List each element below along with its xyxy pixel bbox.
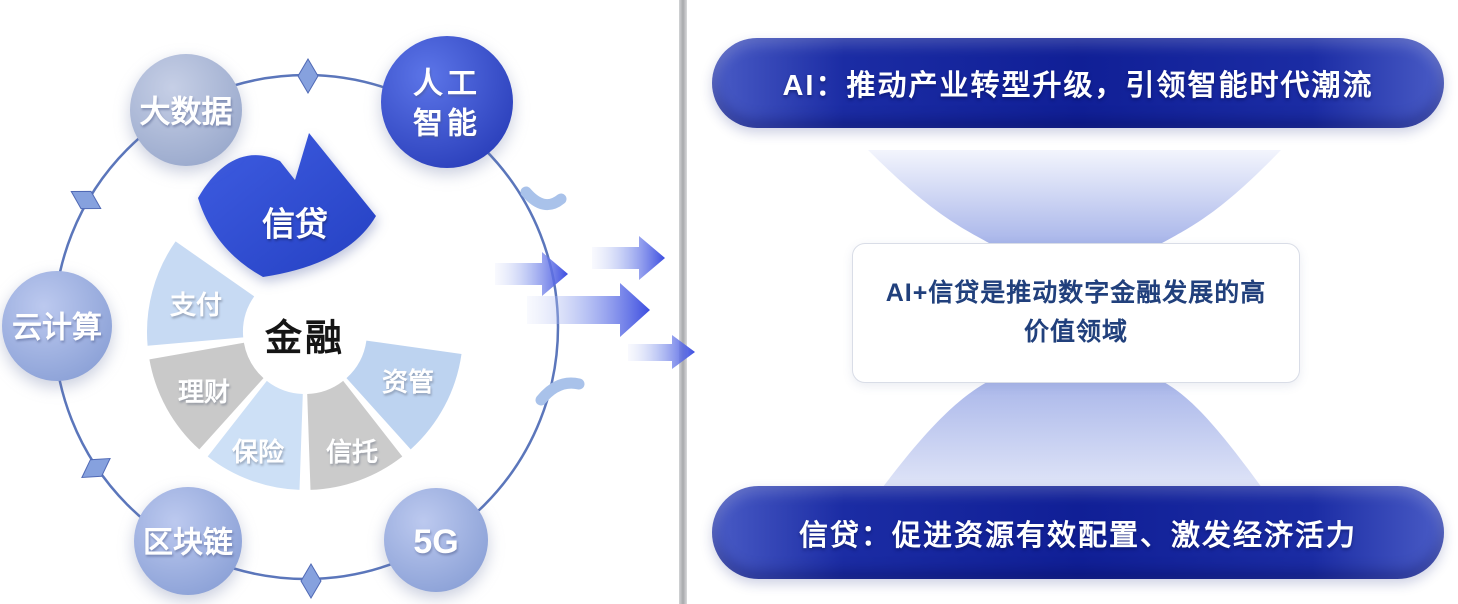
ai-banner: AI：推动产业转型升级，引领智能时代潮流	[712, 38, 1444, 128]
slice-label-trust: 信托	[326, 437, 378, 467]
value-statement-line1: AI+信贷是推动数字金融发展的高	[885, 279, 1267, 308]
funnel-bottom	[861, 381, 1283, 517]
flow-arrow-2	[592, 236, 665, 280]
diamond-lower-left	[81, 457, 111, 479]
flow-arrows	[495, 236, 695, 369]
orbit-arrowhead-lower	[535, 377, 585, 406]
funnel-top	[868, 150, 1281, 243]
flow-arrow-3	[527, 283, 650, 337]
slice-label-insurance: 保险	[231, 437, 285, 467]
pie-hub	[245, 272, 365, 392]
bubble-label-5g: 5G	[413, 523, 458, 561]
finance-pie: 支付 理财 保险 信托 资管 金融	[147, 241, 462, 490]
orbit-arrowhead-upper	[520, 186, 567, 211]
slice-payment	[147, 241, 255, 346]
diamond-bottom	[300, 563, 322, 599]
slice-trust	[307, 380, 403, 490]
bubble-cloud	[2, 271, 112, 381]
diamond-upper-left	[70, 190, 102, 210]
slice-asset-mgmt	[346, 340, 462, 450]
bubble-label-cloud: 云计算	[12, 311, 102, 345]
slice-insurance	[207, 380, 303, 490]
credit-wedge-shape	[198, 133, 376, 277]
ai-banner-text: AI：推动产业转型升级，引领智能时代潮流	[782, 70, 1374, 102]
slice-label-payment: 支付	[170, 290, 222, 320]
bubble-blockchain	[134, 487, 242, 595]
bubble-ai	[381, 36, 513, 168]
credit-banner-text: 信贷：促进资源有效配置、激发经济活力	[798, 519, 1357, 552]
pie-center-label: 金融	[265, 317, 345, 359]
diamond-top	[297, 58, 319, 94]
bubble-label-ai-line1: 人工	[413, 68, 481, 101]
orbit-diamond-markers	[70, 58, 322, 599]
flow-arrow-1	[495, 252, 568, 296]
bubble-label-big-data: 大数据	[140, 95, 233, 130]
flow-arrow-4	[628, 335, 695, 369]
slice-label-asset-mgmt: 资管	[382, 367, 434, 397]
bubble-label-ai-line2: 智能	[413, 108, 481, 141]
credit-banner: 信贷：促进资源有效配置、激发经济活力	[712, 486, 1444, 579]
credit-wedge-label: 信贷	[262, 206, 328, 243]
bubble-5g	[384, 488, 488, 592]
bubble-big-data	[130, 54, 242, 166]
bubble-label-blockchain: 区块链	[143, 526, 233, 560]
panel-divider	[679, 0, 687, 604]
value-statement-line2: 价值领域	[1023, 318, 1128, 346]
tech-bubbles: 大数据 人工 智能 云计算 区块链 5G	[2, 36, 513, 595]
slice-label-wealth: 理财	[178, 377, 230, 407]
credit-wedge: 信贷	[198, 133, 376, 277]
value-statement-card: AI+信贷是推动数字金融发展的高 价值领域	[852, 243, 1300, 383]
slice-wealth	[149, 342, 264, 450]
